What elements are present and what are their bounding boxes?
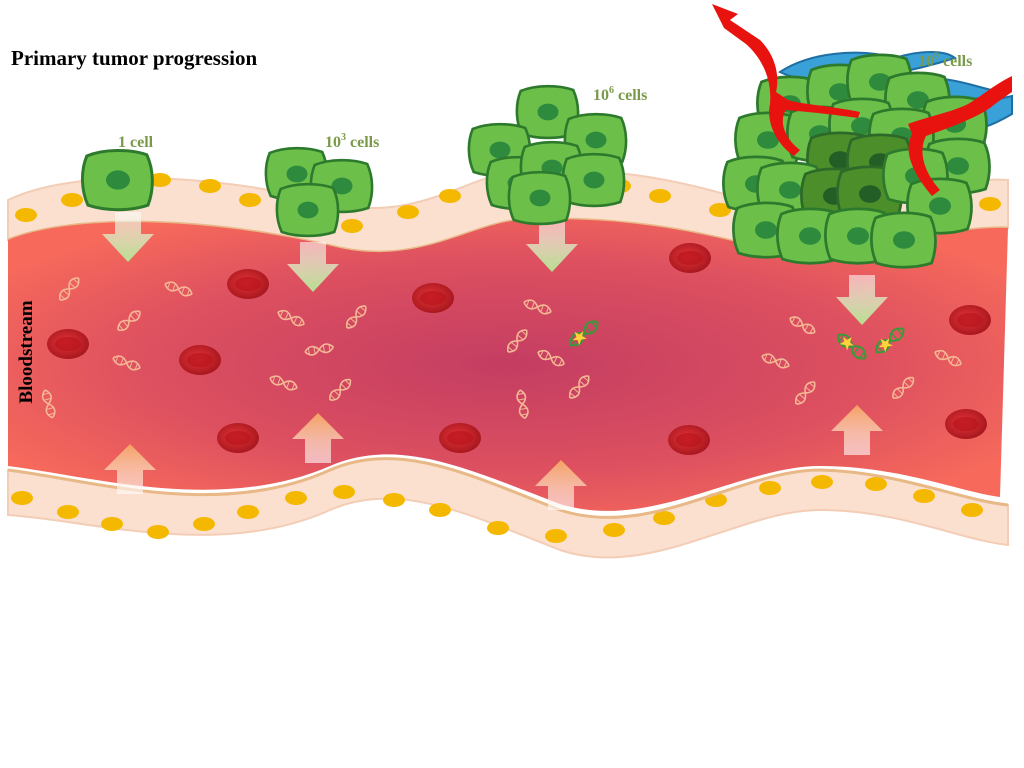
- red-blood-cell: [945, 409, 987, 439]
- wall-nucleus: [653, 511, 675, 525]
- wall-nucleus: [341, 219, 363, 233]
- wall-nucleus: [333, 485, 355, 499]
- tumor-dna: [565, 316, 908, 364]
- lower-wall-nuclei: [11, 475, 983, 543]
- red-blood-cell: [439, 423, 481, 453]
- red-blood-cell: [217, 423, 259, 453]
- wall-nucleus: [15, 208, 37, 222]
- red-blood-cell: [412, 283, 454, 313]
- red-blood-cell: [668, 425, 710, 455]
- wall-nucleus: [865, 477, 887, 491]
- capillary: [908, 64, 1012, 196]
- bloodstream-label: Bloodstream: [16, 300, 37, 403]
- wall-nucleus: [439, 189, 461, 203]
- wall-nucleus: [11, 491, 33, 505]
- tumor-cell: [275, 182, 340, 238]
- wall-nucleus: [913, 489, 935, 503]
- wall-nucleus: [759, 481, 781, 495]
- wall-nucleus: [149, 173, 171, 187]
- wall-nucleus: [239, 193, 261, 207]
- diagram-title: Primary tumor progression: [11, 46, 257, 70]
- wall-nucleus: [709, 203, 731, 217]
- tumor-stage-10e9-cells: [712, 4, 1013, 269]
- wall-nucleus: [649, 189, 671, 203]
- lower-vessel-wall: [7, 457, 1009, 559]
- wall-nucleus: [285, 491, 307, 505]
- tumor-cell: [80, 148, 154, 212]
- tumor-cell: [561, 152, 626, 208]
- wall-nucleus: [811, 475, 833, 489]
- wall-nucleus: [429, 503, 451, 517]
- tumor-cell: [507, 170, 572, 226]
- wall-nucleus: [961, 503, 983, 517]
- wall-nucleus: [383, 493, 405, 507]
- wall-nucleus: [397, 205, 419, 219]
- wall-nucleus: [193, 517, 215, 531]
- wall-nucleus: [147, 525, 169, 539]
- wall-nucleus: [979, 197, 1001, 211]
- tumor-dna-fragment: [833, 329, 870, 364]
- red-blood-cell: [47, 329, 89, 359]
- tumor-stage-1-cell: [80, 148, 154, 212]
- tumor-dna-fragment: [871, 323, 908, 358]
- wall-nucleus: [101, 517, 123, 531]
- wall-nucleus: [545, 529, 567, 543]
- capillary: [712, 4, 860, 156]
- red-blood-cell: [949, 305, 991, 335]
- tumor-cell: [870, 211, 937, 269]
- red-blood-cell: [669, 243, 711, 273]
- wall-nucleus: [237, 505, 259, 519]
- tumor-dna-fragment: [565, 316, 602, 351]
- capillaries: [712, 4, 1012, 196]
- wall-nucleus: [199, 179, 221, 193]
- wall-nucleus: [57, 505, 79, 519]
- red-blood-cell: [227, 269, 269, 299]
- wall-nucleus: [487, 521, 509, 535]
- tumor-stage-10e6-cells: [467, 84, 628, 226]
- wall-nucleus: [603, 523, 625, 537]
- wall-nucleus: [61, 193, 83, 207]
- red-blood-cell: [179, 345, 221, 375]
